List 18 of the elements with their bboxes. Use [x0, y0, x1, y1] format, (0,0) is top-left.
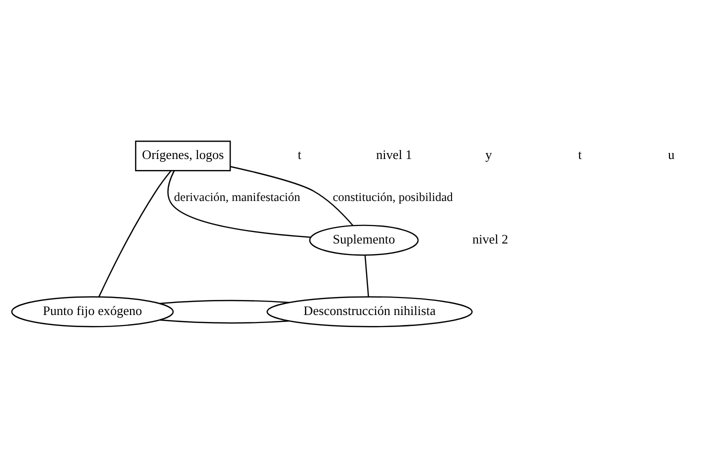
node-ellipse: Punto fijo exógeno [11, 296, 174, 327]
connector [364, 254, 370, 296]
connector [230, 166, 354, 226]
node-ellipse: Desconstrucción nihilista [266, 296, 473, 327]
connector [160, 299, 289, 304]
node-ellipse: Suplemento [309, 224, 419, 256]
edge-label: derivación, manifestación [174, 189, 300, 204]
connector [160, 318, 289, 324]
label: nivel 2 [472, 230, 508, 246]
connector [98, 170, 172, 297]
label: y [485, 146, 492, 162]
edge-label: constitución, posibilidad [332, 189, 453, 204]
label: t [578, 146, 582, 162]
label: u [668, 146, 674, 162]
label: t [298, 146, 302, 162]
node-box: Orígenes, logos [135, 140, 231, 171]
label: nivel 1 [376, 146, 412, 162]
connector [167, 170, 311, 238]
